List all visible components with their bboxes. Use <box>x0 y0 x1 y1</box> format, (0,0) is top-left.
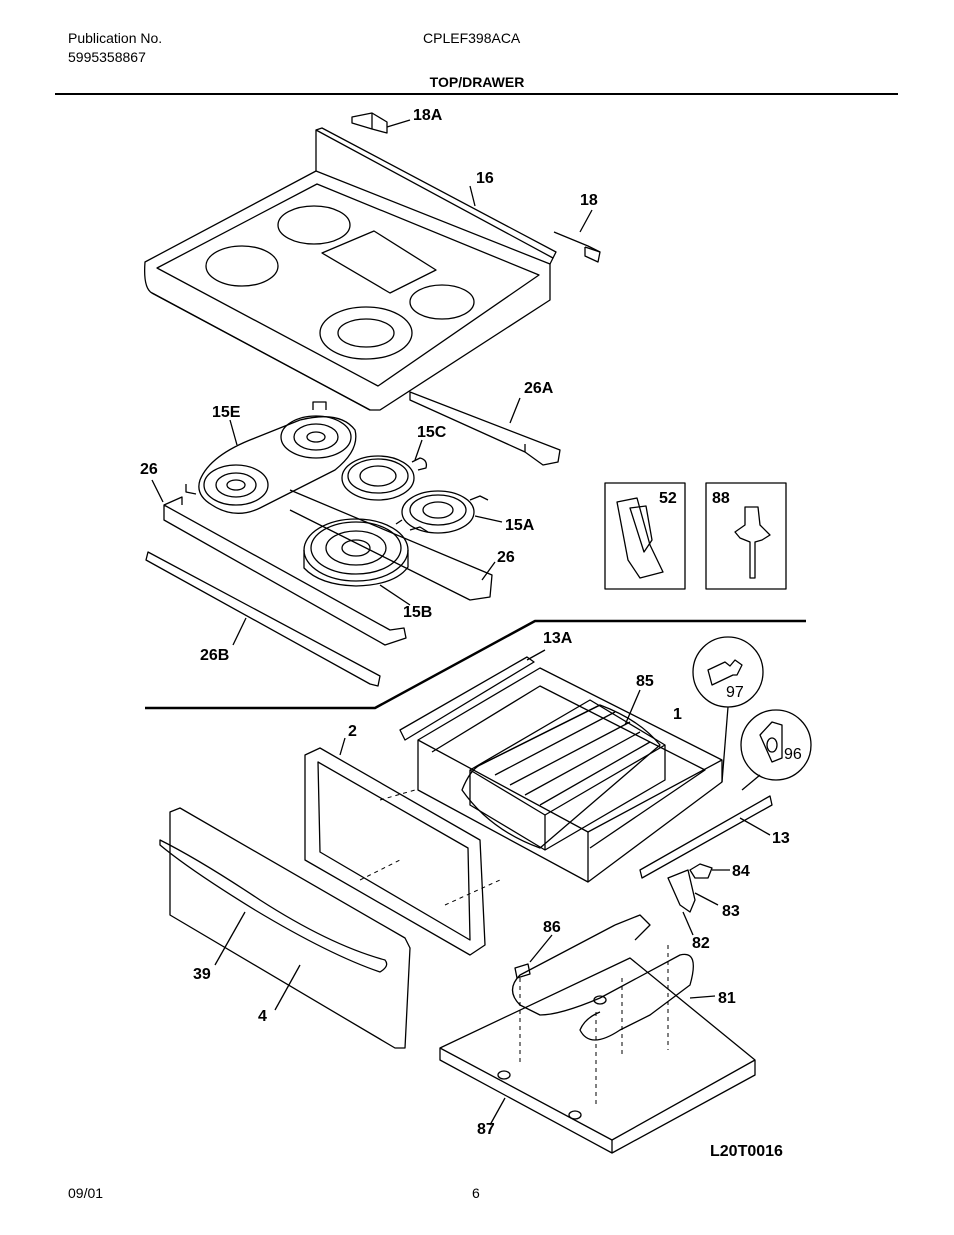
label-96: 96 <box>784 746 802 763</box>
rack-85-drawing <box>469 689 666 851</box>
model-number: CPLEF398ACA <box>423 30 521 46</box>
label-13A: 13A <box>543 630 573 647</box>
part-97-circle <box>692 636 764 783</box>
label-82: 82 <box>692 935 710 952</box>
footer-date: 09/01 <box>68 1185 104 1201</box>
label-81: 81 <box>718 990 736 1007</box>
drawer-front-drawing <box>159 807 411 1049</box>
label-97: 97 <box>726 684 744 701</box>
label-26-left: 26 <box>140 461 158 478</box>
element-15B-drawing <box>303 518 429 606</box>
bracket-18-drawing <box>553 209 601 263</box>
trim-26B-drawing <box>145 551 381 687</box>
clip-86-drawing <box>514 934 553 979</box>
label-84: 84 <box>732 863 750 880</box>
rail-13A-drawing <box>399 649 546 741</box>
footer-page-number: 6 <box>472 1185 480 1201</box>
label-15E: 15E <box>212 404 241 421</box>
brackets-82-84-drawing <box>667 863 730 936</box>
section-title: TOP/DRAWER <box>429 74 525 90</box>
slide-rail-13-drawing <box>639 795 773 879</box>
element-15A-drawing <box>395 490 503 534</box>
label-85: 85 <box>636 673 654 690</box>
diagram-code: L20T0016 <box>710 1143 783 1160</box>
bracket-26A-drawing <box>409 391 561 466</box>
label-2: 2 <box>348 723 357 740</box>
label-52: 52 <box>659 490 677 507</box>
label-83: 83 <box>722 903 740 920</box>
element-15E-drawing <box>185 401 357 514</box>
label-13: 13 <box>772 830 790 847</box>
label-87: 87 <box>477 1121 495 1138</box>
bottom-pan-87-drawing <box>439 957 756 1154</box>
label-1: 1 <box>673 706 682 723</box>
part-52-box <box>604 482 686 590</box>
label-18: 18 <box>580 192 598 209</box>
part-88-box <box>705 482 787 590</box>
label-4: 4 <box>258 1008 267 1025</box>
label-26-right: 26 <box>497 549 515 566</box>
drawer-liner-drawing <box>304 737 486 956</box>
label-88: 88 <box>712 490 730 507</box>
label-16: 16 <box>476 170 494 187</box>
element-15C-drawing <box>341 439 428 501</box>
bracket-18A-drawing <box>351 112 411 134</box>
label-15B: 15B <box>403 604 432 621</box>
label-86: 86 <box>543 919 561 936</box>
section-divider <box>145 619 806 710</box>
label-26A: 26A <box>524 380 554 397</box>
label-15A: 15A <box>505 517 535 534</box>
rail-26-drawing <box>151 479 496 646</box>
label-26B: 26B <box>200 647 229 664</box>
label-18A: 18A <box>413 107 443 124</box>
publication-label: Publication No. <box>68 30 163 46</box>
label-15C: 15C <box>417 424 447 441</box>
publication-number: 5995358867 <box>68 49 146 65</box>
label-39: 39 <box>193 966 211 983</box>
alignment-lines <box>359 789 669 1105</box>
header-rule <box>55 93 898 95</box>
cooktop-top-drawing <box>144 127 557 411</box>
part-96-circle <box>740 709 812 791</box>
